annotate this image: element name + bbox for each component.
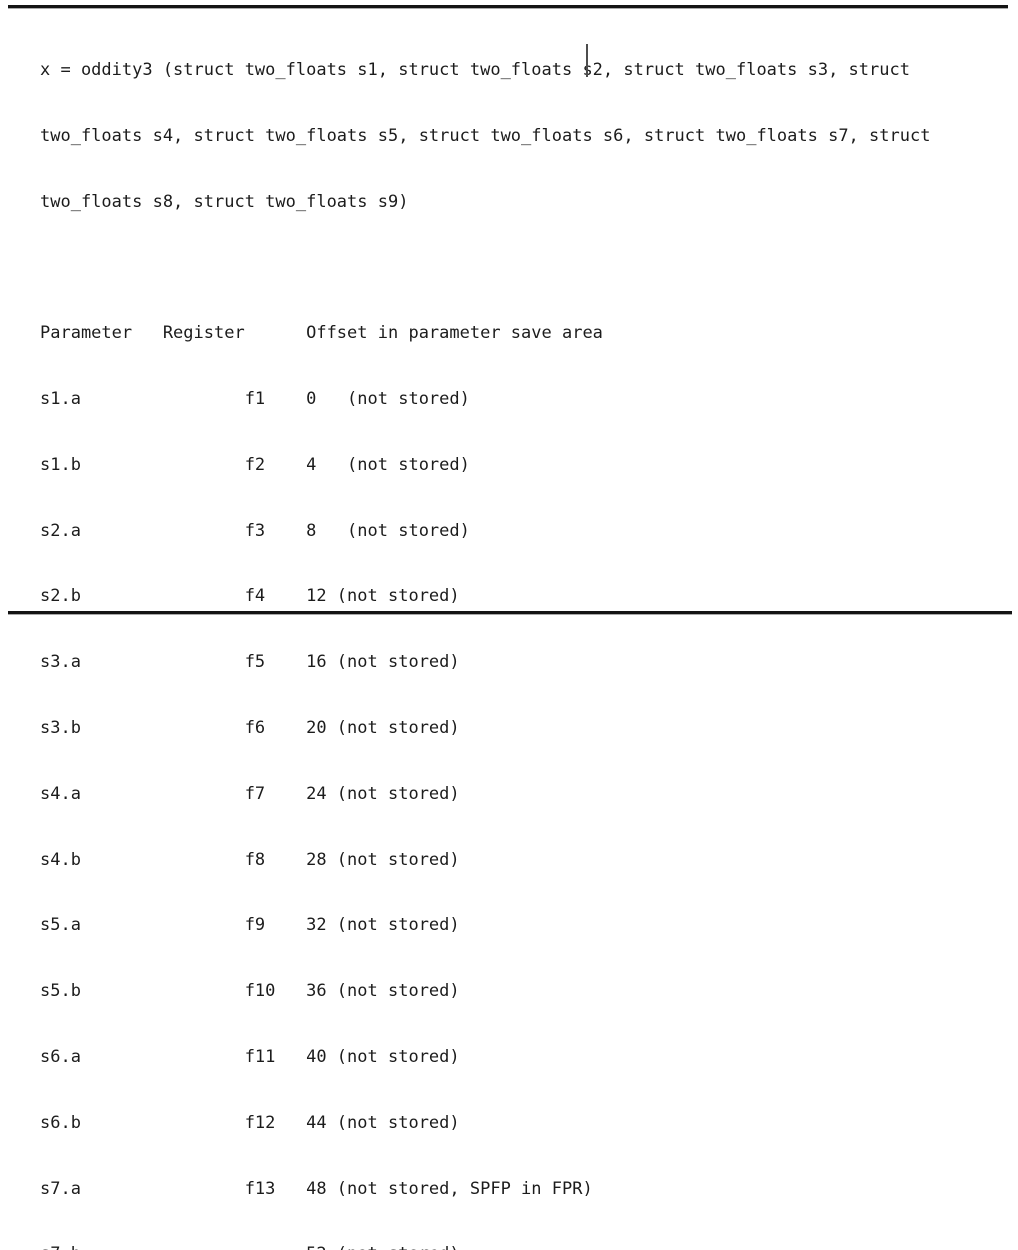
table-row: s5.a f9 32 (not stored): [40, 915, 460, 936]
table-row: s7.a f13 48 (not stored, SPFP in FPR): [40, 1178, 593, 1199]
table-row: s4.a f7 24 (not stored): [40, 783, 460, 804]
table-row: s2.a f3 8 (not stored): [40, 520, 470, 541]
table-header-row: Parameter Register Offset in parameter s…: [40, 323, 603, 344]
function-signature-line: x = oddity3 (struct two_floats s1, struc…: [40, 60, 910, 80]
table-row: s4.b f8 28 (not stored): [40, 849, 460, 870]
table-row: s6.b f12 44 (not stored): [40, 1112, 460, 1133]
table-row: s3.a f5 16 (not stored): [40, 652, 460, 673]
text-caret: [586, 44, 588, 77]
table-row: s2.b f4 12 (not stored): [40, 586, 460, 607]
table-row: s1.a f1 0 (not stored): [40, 388, 470, 409]
table-row: s1.b f2 4 (not stored): [40, 454, 470, 475]
function-signature-line: two_floats s8, struct two_floats s9): [40, 191, 409, 212]
top-horizontal-rule: [8, 5, 1008, 9]
figure-text-area[interactable]: x = oddity3 (struct two_floats s1, struc…: [40, 18, 930, 1250]
function-signature-line: two_floats s4, struct two_floats s5, str…: [40, 125, 931, 146]
table-row: s3.b f6 20 (not stored): [40, 717, 460, 738]
table-row: s5.b f10 36 (not stored): [40, 981, 460, 1002]
table-row: s7.b - 52 (not stored): [40, 1242, 930, 1250]
blank-line: [40, 255, 930, 281]
table-row: s6.a f11 40 (not stored): [40, 1046, 460, 1067]
bottom-horizontal-rule: [8, 611, 1012, 615]
